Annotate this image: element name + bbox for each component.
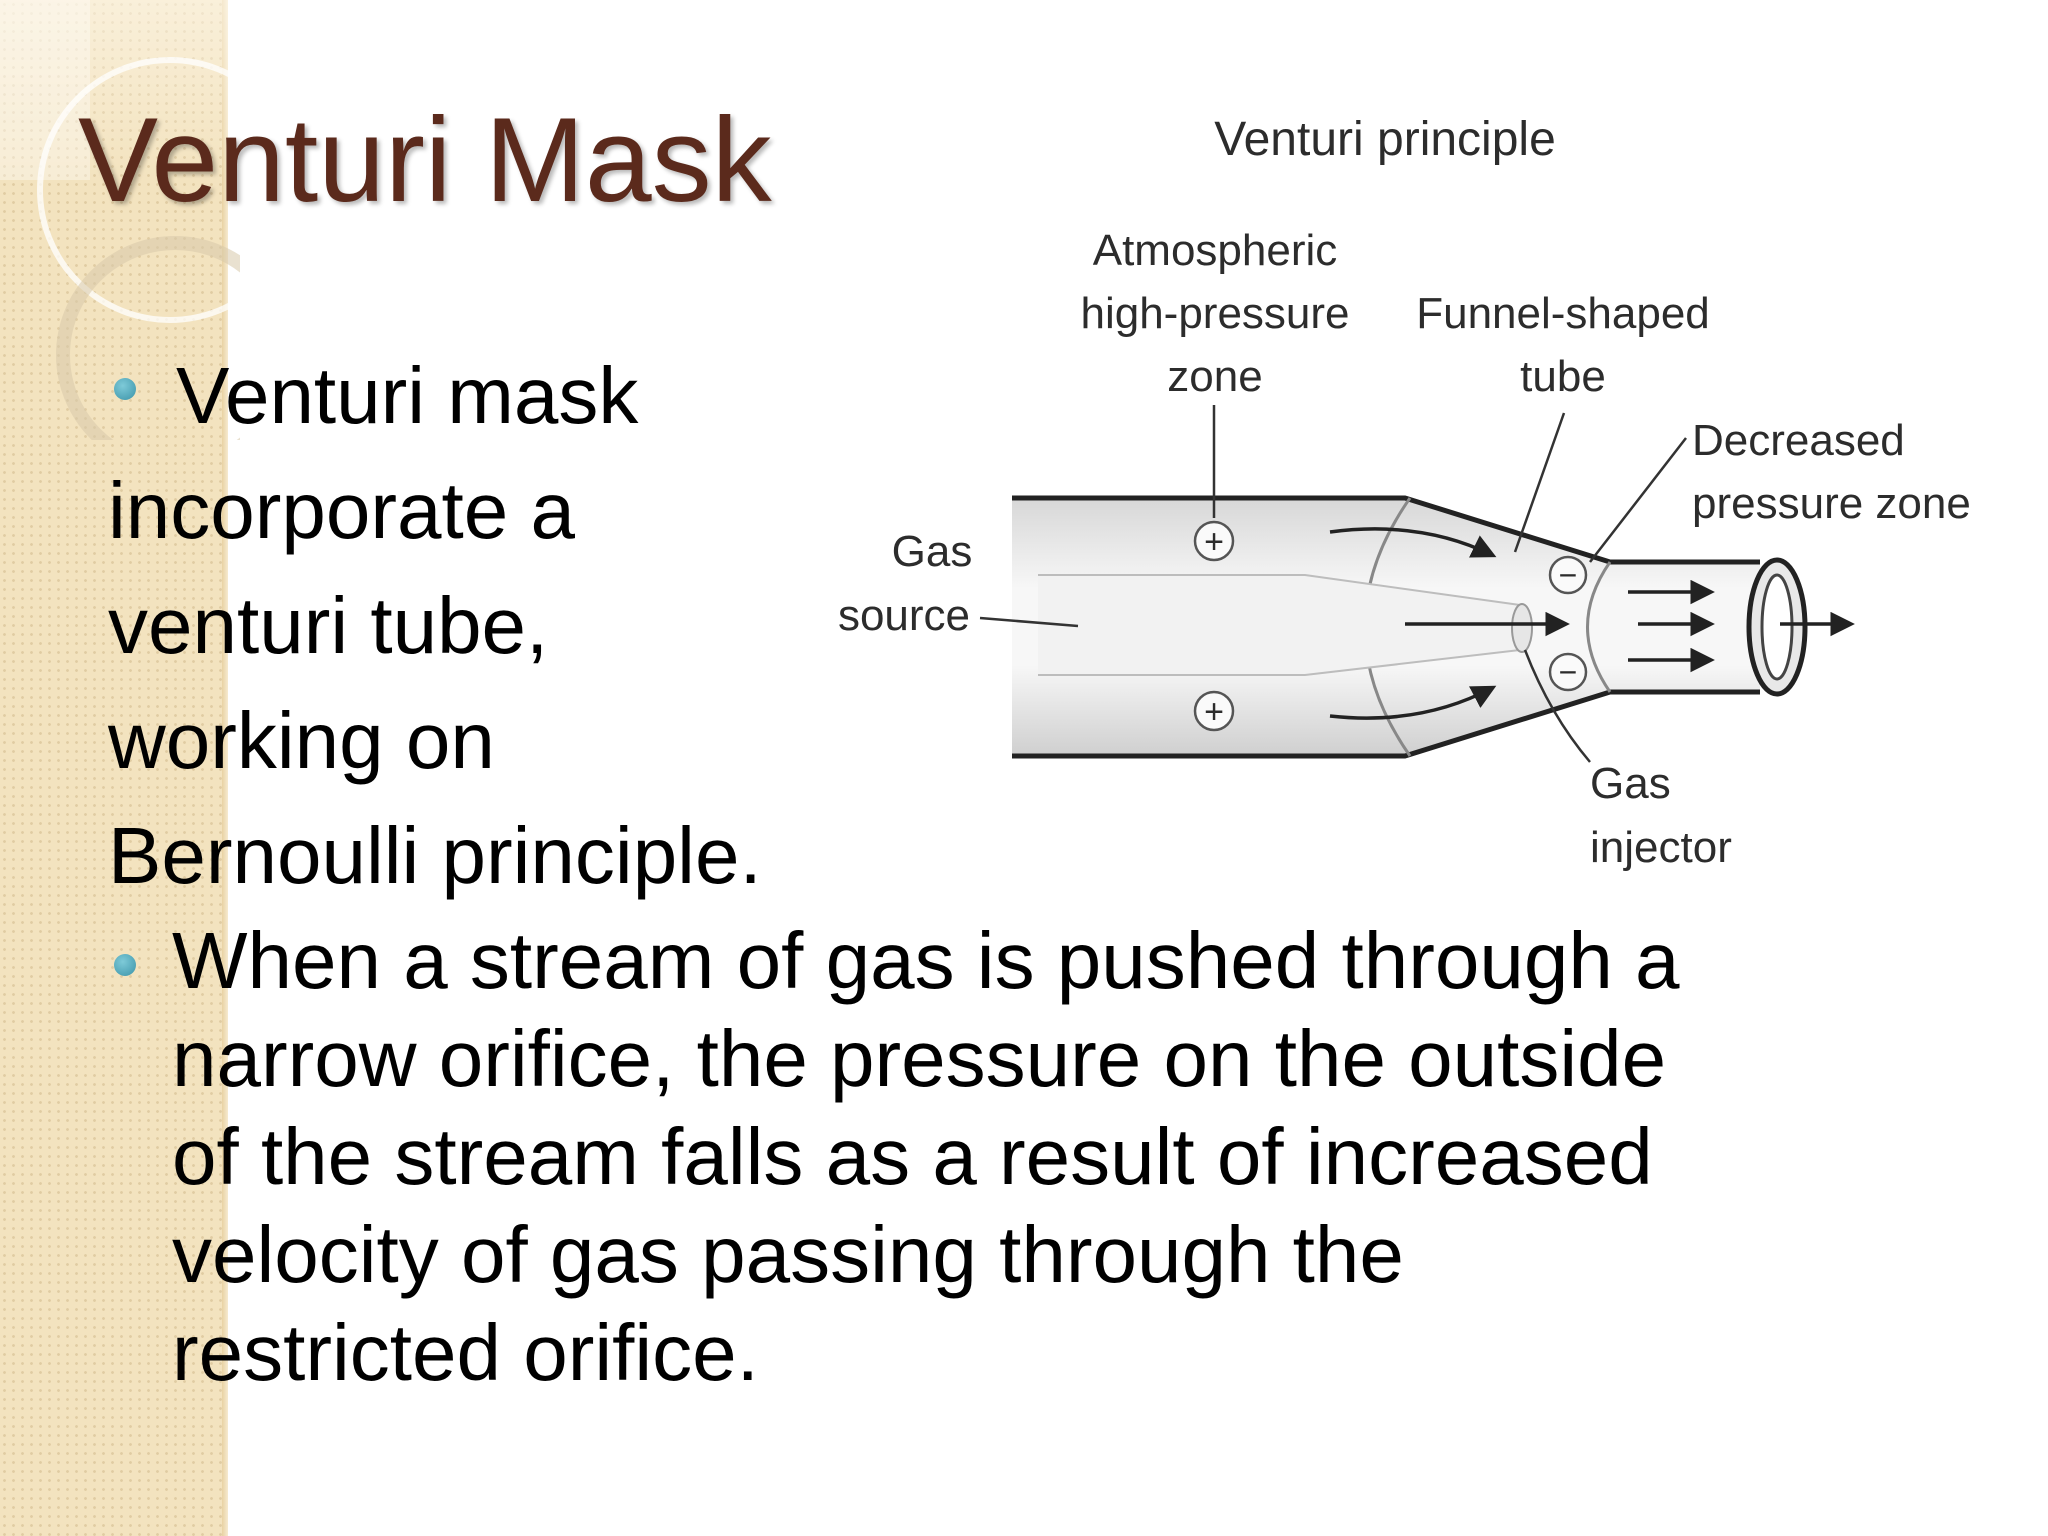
bullet2-line-3: of the stream falls as a result of incre… [172,1112,1653,1201]
flow-arrow-lower [1329,685,1497,720]
label-atmospheric-1: Atmospheric [1093,226,1338,275]
label-decreased-1: Decreased [1692,416,1905,465]
bullet1-line-5: Bernoulli principle. [108,811,762,900]
bullet1-line-1: Venturi mask [176,351,639,440]
label-atmospheric-3: zone [1167,352,1262,401]
bullet2-line-1: When a stream of gas is pushed through a [172,916,1680,1005]
tube-outlet-opening [1760,573,1794,681]
label-atmospheric-2: high-pressure [1080,289,1349,338]
flow-arrow-upper [1329,527,1497,558]
leader-funnel [1513,412,1566,553]
tube-bottom-outline [1012,689,1760,759]
bullet-dot-icon [114,954,136,976]
leader-decreased [1589,437,1687,563]
label-gas-source-1: Gas [892,527,973,576]
minus-circle-icon [1548,555,1588,595]
side-band-highlight [0,0,228,180]
bullet1-line-3: venturi tube, [108,581,549,670]
tube-neck-contour [1586,561,1612,693]
tube-top-outline [1012,495,1760,565]
bullet2-line-2: narrow orifice, the pressure on the outs… [172,1014,1667,1103]
side-band-edge [222,0,228,1536]
label-funnel-1: Funnel-shaped [1416,289,1710,338]
minus-sign-upper: − [1559,557,1578,593]
label-decreased-2: pressure zone [1692,479,1971,528]
bullet-gas-stream: When a stream of gas is pushed through a… [172,912,1952,1402]
minus-sign-lower: − [1559,654,1578,690]
label-gas-source-2: source [838,591,970,640]
decorative-rings [0,0,240,440]
plus-sign-upper: + [1204,523,1224,561]
bullet2-line-4: velocity of gas passing through the [172,1210,1404,1299]
label-gas-injector-2: injector [1590,823,1732,872]
bullet1-line-4: working on [108,696,495,785]
leader-gas-source [979,616,1079,628]
gas-injector-nozzle [1511,603,1533,653]
venturi-principle-diagram: Venturi principle Atmospheric high-press… [838,113,1971,872]
plus-sign-lower: + [1204,693,1224,731]
plus-circle-icon [1193,520,1235,562]
slide-title: Venturi Mask [78,93,772,227]
bullet1-line-2: incorporate a [108,466,575,555]
figure-title: Venturi principle [1214,113,1556,166]
minus-circle-icon [1548,652,1588,692]
bullet-venturi-mask: Venturi mask incorporate a venturi tube,… [108,338,868,913]
bullet2-line-5: restricted orifice. [172,1308,759,1397]
plus-circle-icon [1193,690,1235,732]
bullet-dot-icon [114,378,136,400]
label-funnel-2: tube [1520,352,1606,401]
label-gas-injector-1: Gas [1590,759,1671,808]
leader-gas-injector [1523,649,1591,763]
